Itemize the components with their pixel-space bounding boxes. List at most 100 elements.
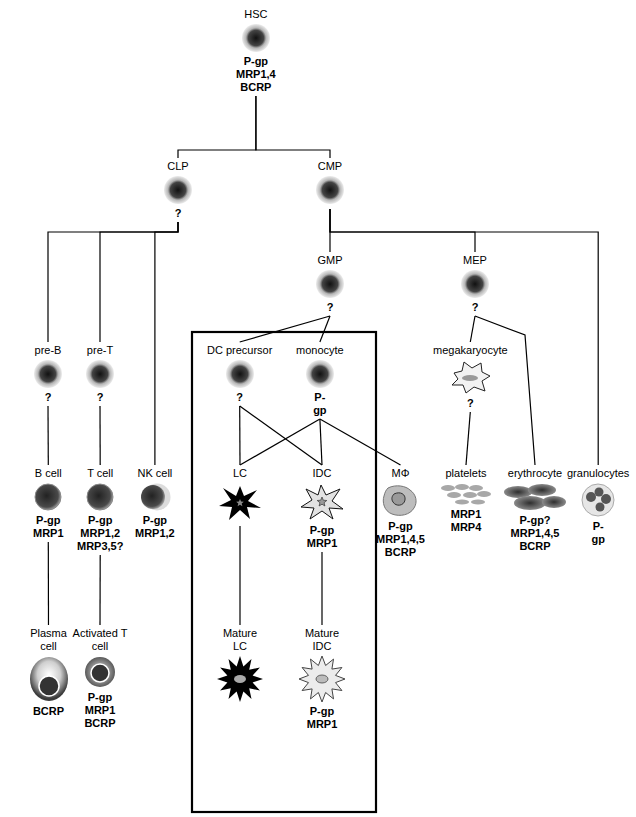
cell-node: monocyteP-gp [294,342,346,419]
cell-name: granulocytes [567,467,629,480]
cell-icon [580,482,616,518]
cell-name: T cell [87,467,113,480]
cell-name: CMP [318,160,342,173]
cell-icon [448,359,492,395]
cell-name: Mature IDC [300,627,345,653]
cell-name: IDC [313,467,332,480]
transporter-list: P-gp MRP1 BCRP [84,691,115,730]
lineage-line [256,96,330,158]
transporter-list: ? [236,391,243,404]
cell-name: B cell [35,467,62,480]
transporter-list: P-gp? MRP1,4,5 BCRP [511,514,560,553]
lineage-line [47,406,48,465]
cell-name: Plasma cell [26,627,71,653]
cell-icon [440,482,492,506]
cell-node: MEP? [458,252,492,316]
cell-node: megakaryocyte? [431,342,510,412]
cell-name: LC [233,467,247,480]
cell-name: MEP [463,254,487,267]
cell-node: NK cellP-gp MRP1,2 [133,465,177,542]
transporter-list: BCRP [33,705,64,718]
lineage-line [239,406,241,465]
cell-node: pre-T? [83,342,117,406]
cell-name: MΦ [391,467,409,480]
cell-icon [380,482,420,518]
cell-node: plateletsMRP1 MRP4 [438,465,494,536]
transporter-list: P-gp MRP1,2 [135,514,175,540]
cell-node: Mature LC [214,625,266,707]
cell-node: B cellP-gp MRP1 [31,465,66,542]
lineage-line [178,96,256,158]
cell-icon [225,359,255,389]
transporter-list: ? [45,391,52,404]
cell-node: MΦ P-gp MRP1,4,5 BCRP [374,465,427,561]
cell-name: Mature LC [218,627,263,653]
cell-name: platelets [446,467,487,480]
cell-icon [241,23,271,53]
cell-icon [28,655,70,703]
lineage-line [48,222,178,342]
cell-name: pre-T [87,344,113,357]
lineage-line [99,406,100,465]
cell-name: CLP [167,160,188,173]
cell-icon [460,269,490,299]
cell-name: Activated T cell [71,627,129,653]
transporter-list: ? [467,397,474,410]
cell-node: erythrocyteP-gp? MRP1,4,5 BCRP [500,465,570,555]
cell-icon [315,269,345,299]
cell-icon [216,655,264,703]
lineage-line [240,316,330,342]
transporter-list: ? [97,391,104,404]
lineage-line [330,209,598,465]
transporter-list: ? [472,301,479,314]
cell-icon [163,175,193,205]
cell-node: Activated T cellP-gp MRP1 BCRP [69,625,131,732]
cell-icon [33,359,63,389]
transporter-list: P-gp MRP1,4,5 BCRP [376,520,425,559]
cell-icon [85,482,115,512]
cell-node: pre-B? [31,342,65,406]
cell-icon [305,359,335,389]
lineage-line [155,222,178,465]
lineage-line [320,419,322,465]
cell-icon [315,175,345,205]
lineage-line [330,209,475,252]
cell-node: CLP? [161,158,195,222]
cell-name: GMP [317,254,342,267]
cell-node: GMP? [313,252,347,316]
cell-name: NK cell [137,467,172,480]
cell-name: pre-B [35,344,62,357]
lineage-line [240,406,322,465]
cell-node: Plasma cellBCRP [24,625,73,720]
cell-icon [33,482,63,512]
transporter-list: MRP1 MRP4 [451,508,482,534]
dendritic-box [192,332,376,812]
cell-node: granulocytesP-gp [565,465,631,548]
cell-icon [502,482,568,512]
transporter-list: P-gp [313,391,326,417]
transporter-list: ? [175,207,182,220]
cell-name: HSC [244,8,267,21]
transporter-list: P-gp MRP1,4 BCRP [236,55,276,94]
cell-node: HSC P-gp MRP1,4 BCRP [234,6,278,96]
cell-icon [85,359,115,389]
cell-node: CMP [313,158,347,209]
cell-icon [83,655,117,689]
cell-node: Mature IDC P-gp MRP1 [296,625,348,733]
transporter-list: P-gp MRP1 [307,705,338,731]
lineage-line [470,316,475,342]
cell-node: T cellP-gp MRP1,2 MRP3,5? [75,465,125,555]
transporter-list: P-gp MRP1 [307,524,338,550]
cell-icon [138,482,172,512]
cell-name: erythrocyte [508,467,562,480]
lineage-line [466,412,470,465]
cell-node: DC precursor? [205,342,274,406]
lineage-line [99,555,100,625]
cell-node: IDC P-gp MRP1 [297,465,347,552]
cell-icon [298,655,346,703]
lineage-line [48,542,49,625]
transporter-list: P-gp MRP1,2 MRP3,5? [77,514,123,553]
lineage-line [321,552,322,625]
cell-icon [299,482,345,522]
